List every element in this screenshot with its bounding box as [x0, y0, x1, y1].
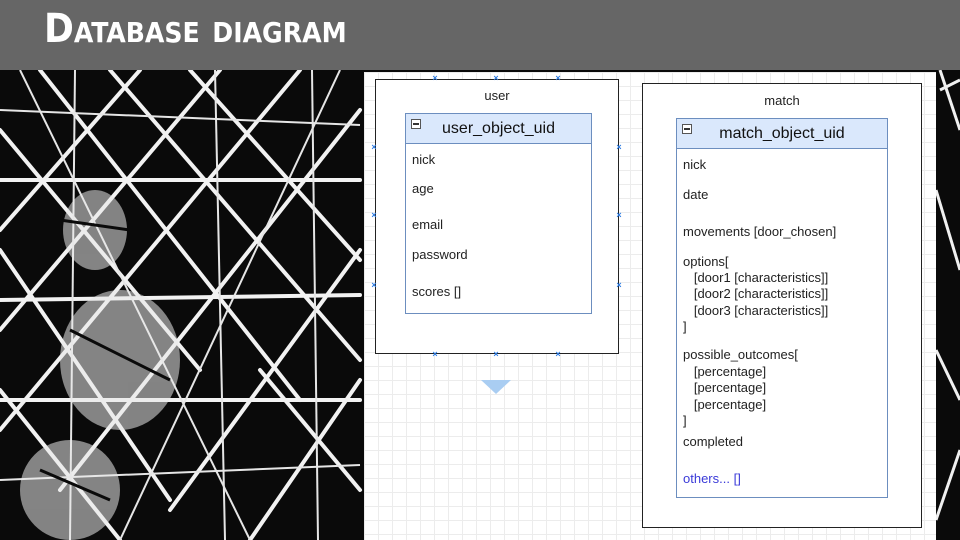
user-entity-table[interactable]: user_object_uid nick age email password … — [405, 113, 592, 314]
title-bar: Database diagram — [0, 0, 960, 70]
user-container[interactable]: user user_object_uid nick age email pass… — [375, 79, 619, 354]
user-container-label: user — [484, 88, 510, 103]
collapse-icon[interactable] — [682, 124, 692, 134]
match-field-door3[interactable]: [door3 [characteristics]] — [683, 303, 829, 318]
match-field-options-close[interactable]: ] — [683, 319, 687, 334]
match-field-outcomes-close[interactable]: ] — [683, 413, 687, 428]
match-field-movements[interactable]: movements [door_chosen] — [683, 224, 837, 239]
insert-arrow-icon[interactable] — [481, 380, 511, 394]
resize-handle-bottom-center[interactable] — [492, 350, 500, 358]
resize-handle-right-middle[interactable] — [615, 211, 623, 219]
match-entity-name: match_object_uid — [719, 125, 845, 142]
match-field-outcomes-open[interactable]: possible_outcomes[ — [683, 347, 798, 362]
resize-handle-bottom-right[interactable] — [554, 350, 562, 358]
resize-handle-left-lower[interactable] — [370, 281, 378, 289]
resize-handle-right-upper[interactable] — [615, 143, 623, 151]
match-field-percentage-2[interactable]: [percentage] — [683, 380, 767, 395]
match-container[interactable]: match match_object_uid nick date movemen… — [642, 83, 922, 528]
match-field-percentage-3[interactable]: [percentage] — [683, 397, 767, 412]
user-field-email[interactable]: email — [412, 217, 444, 232]
slide-title: Database diagram — [44, 6, 347, 52]
user-field-nick[interactable]: nick — [412, 152, 436, 167]
match-field-door1[interactable]: [door1 [characteristics]] — [683, 270, 829, 285]
match-field-others[interactable]: others... [] — [683, 471, 741, 486]
resize-handle-top-center[interactable] — [492, 74, 500, 82]
resize-handle-left-upper[interactable] — [370, 143, 378, 151]
resize-handle-left-middle[interactable] — [370, 211, 378, 219]
match-entity-table[interactable]: match_object_uid nick date movements [do… — [676, 118, 888, 498]
user-field-scores[interactable]: scores [] — [412, 284, 462, 299]
user-field-password[interactable]: password — [412, 247, 468, 262]
user-field-age[interactable]: age — [412, 181, 434, 196]
user-entity-header[interactable]: user_object_uid — [406, 114, 591, 144]
resize-handle-top-left[interactable] — [431, 74, 439, 82]
user-entity-name: user_object_uid — [442, 120, 555, 137]
match-field-completed[interactable]: completed — [683, 434, 743, 449]
collapse-icon[interactable] — [411, 119, 421, 129]
resize-handle-bottom-left[interactable] — [431, 350, 439, 358]
diagram-canvas[interactable]: user user_object_uid nick age email pass… — [364, 72, 936, 540]
match-field-options-open[interactable]: options[ — [683, 254, 729, 269]
match-field-percentage-1[interactable]: [percentage] — [683, 364, 767, 379]
match-field-door2[interactable]: [door2 [characteristics]] — [683, 286, 829, 301]
match-field-nick[interactable]: nick — [683, 157, 707, 172]
match-container-label: match — [764, 93, 800, 108]
match-field-date[interactable]: date — [683, 187, 709, 202]
match-entity-header[interactable]: match_object_uid — [677, 119, 887, 149]
resize-handle-right-lower[interactable] — [615, 281, 623, 289]
resize-handle-top-right[interactable] — [554, 74, 562, 82]
